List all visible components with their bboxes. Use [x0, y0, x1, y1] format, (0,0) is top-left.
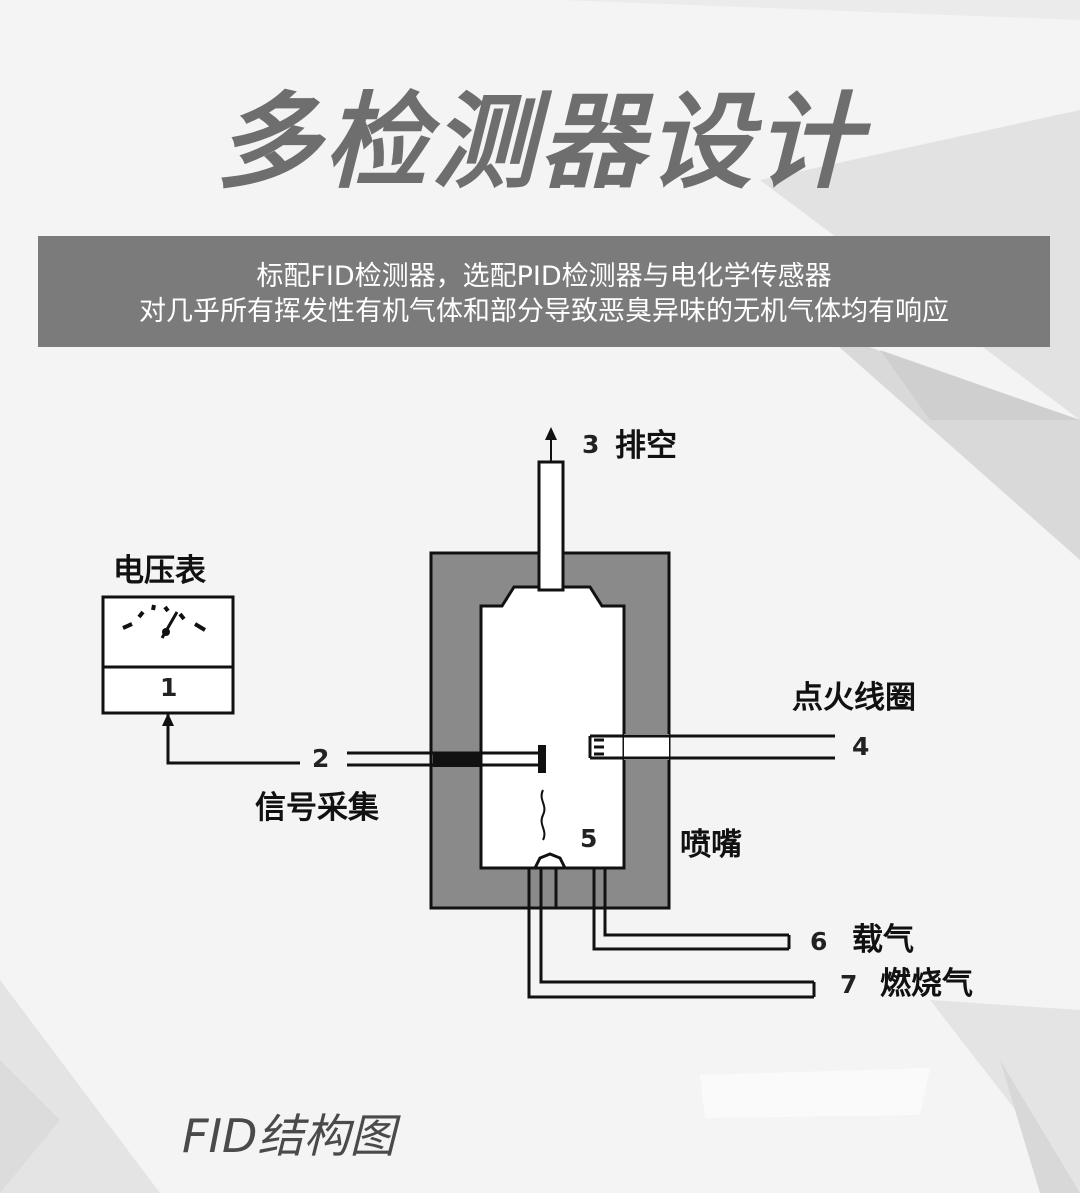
diagram-caption: FID结构图 [182, 1109, 396, 1163]
label-carrier: 载气 [852, 922, 914, 958]
banner-line-2: 对几乎所有挥发性有机气体和部分导致恶臭异味的无机气体均有响应 [139, 296, 949, 327]
carrier-gas-tube-outer [592, 868, 789, 951]
label-fuel: 燃烧气 [880, 966, 973, 1002]
signal-probe-pass [433, 752, 481, 767]
combustion-chamber [479, 585, 626, 870]
exhaust-pipe [537, 460, 565, 592]
fuel-gas-tube-outer [527, 868, 814, 999]
collector-electrode [538, 745, 546, 773]
exhaust-arrow-head [545, 427, 557, 440]
carrier-gas-tube-inner [603, 868, 789, 937]
ignition-coil-icon [594, 738, 604, 756]
label-number-4: 4 [852, 732, 870, 761]
label-exhaust: 排空 [615, 428, 677, 464]
gauge-dial-icon [122, 604, 207, 632]
voltmeter-wire [166, 713, 300, 765]
nozzle-tip [532, 852, 568, 870]
label-nozzle: 喷嘴 [680, 827, 742, 863]
description-banner: 标配FID检测器，选配PID检测器与电化学传感器 对几乎所有挥发性有机气体和部分… [38, 236, 1050, 347]
ignition-coil-pass [624, 734, 669, 760]
label-number-3: 3 [582, 430, 600, 459]
label-number-2: 2 [312, 744, 330, 773]
voltmeter-label: 电压表 [113, 553, 206, 589]
label-number-5: 5 [580, 824, 598, 853]
label-number-7: 7 [840, 970, 858, 999]
banner-line-1: 标配FID检测器，选配PID检测器与电化学传感器 [256, 261, 832, 292]
voltmeter-wire-arrow [162, 713, 174, 726]
voltmeter-number: 1 [160, 673, 178, 702]
label-ignition: 点火线圈 [792, 680, 916, 716]
label-number-6: 6 [810, 927, 828, 956]
label-signal: 信号采集 [255, 790, 379, 826]
flame-icon [540, 789, 546, 841]
page-title: 多检测器设计 [215, 81, 864, 203]
fuel-gas-tube-inner [539, 868, 814, 984]
